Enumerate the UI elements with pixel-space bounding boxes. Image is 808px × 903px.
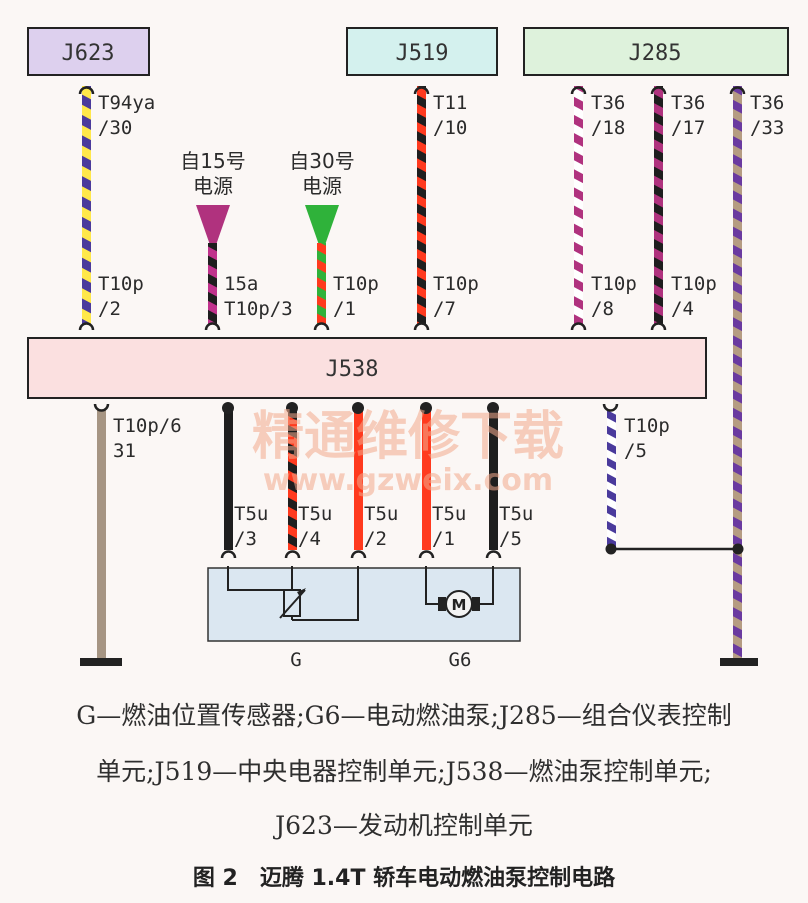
pin-t10p1-b: /1 bbox=[333, 298, 356, 320]
connector-arcs-j538-bottom bbox=[93, 403, 619, 412]
source-15-label-1: 自15号 bbox=[180, 149, 245, 173]
pin-t10p8-a: T10p bbox=[591, 273, 637, 295]
module-j538-label: J538 bbox=[326, 357, 379, 382]
pin-t36-18-a: T36 bbox=[591, 92, 625, 114]
module-j519-label: J519 bbox=[396, 41, 449, 66]
source-15-label-2: 电源 bbox=[193, 174, 233, 198]
caption-line-2: 单元;J519—中央电器控制单元;J538—燃油泵控制单元; bbox=[96, 757, 712, 786]
junction-dot-right bbox=[732, 543, 744, 555]
wire-j623-t94ya30 bbox=[82, 86, 91, 324]
pin-31: 31 bbox=[113, 440, 136, 462]
junction-dot-left bbox=[605, 543, 617, 555]
pin-t10p3: T10p/3 bbox=[224, 298, 293, 320]
pin-t10p7-b: /7 bbox=[433, 298, 456, 320]
watermark-title: 精通维修下载 bbox=[252, 407, 564, 467]
caption-line-1: G—燃油位置传感器;G6—电动燃油泵;J285—组合仪表控制 bbox=[76, 701, 732, 730]
wire-ground-31 bbox=[97, 410, 106, 660]
connector-arcs-components bbox=[220, 550, 502, 559]
pin-t10p4-a: T10p bbox=[671, 273, 717, 295]
pin-t11-a: T11 bbox=[433, 92, 467, 114]
wire-t10p5 bbox=[607, 410, 616, 550]
pin-t10p7-a: T10p bbox=[433, 273, 479, 295]
wire-t5u4 bbox=[288, 410, 297, 550]
pin-t10p4-b: /4 bbox=[671, 298, 694, 320]
connector-dots-j538-bottom bbox=[222, 402, 499, 414]
source-30 bbox=[305, 205, 339, 324]
pin-t5u4-b: /4 bbox=[298, 528, 321, 550]
source-30-label-1: 自30号 bbox=[289, 149, 354, 173]
component-g6-label: G6 bbox=[449, 649, 472, 671]
connector-arcs-j538-top bbox=[78, 322, 667, 331]
pin-t94ya-a: T94ya bbox=[98, 92, 155, 114]
wire-j285-t36-18 bbox=[574, 86, 583, 324]
source-30-label-2: 电源 bbox=[302, 174, 342, 198]
module-j538: J538 bbox=[27, 337, 707, 399]
module-j519: J519 bbox=[346, 27, 498, 76]
module-j285-label: J285 bbox=[629, 41, 682, 66]
pin-t10p1-a: T10p bbox=[333, 273, 379, 295]
wire-j285-t36-17 bbox=[654, 86, 663, 324]
pin-t10p2-a: T10p bbox=[98, 273, 144, 295]
motor-icon bbox=[445, 590, 473, 618]
caption-line-3: J623—发动机控制单元 bbox=[275, 811, 533, 840]
pin-t10p6: T10p/6 bbox=[113, 415, 182, 437]
connector-arcs-top bbox=[78, 86, 746, 95]
wire-t5u2 bbox=[354, 410, 363, 550]
pin-t5u2-a: T5u bbox=[364, 503, 398, 525]
module-j623-label: J623 bbox=[62, 41, 115, 66]
component-box: M bbox=[207, 566, 521, 642]
pin-t5u5-a: T5u bbox=[499, 503, 533, 525]
pin-t5u1-b: /1 bbox=[432, 528, 455, 550]
pin-t10p5-b: /5 bbox=[624, 440, 647, 462]
pin-t36-18-b: /18 bbox=[591, 117, 625, 139]
figure-title: 图 2 迈腾 1.4T 轿车电动燃油泵控制电路 bbox=[192, 866, 616, 891]
wire-t5u1 bbox=[422, 410, 431, 550]
pin-t5u4-a: T5u bbox=[298, 503, 332, 525]
module-j623: J623 bbox=[27, 27, 150, 76]
pin-t36-17-b: /17 bbox=[671, 117, 705, 139]
pin-t10p8-b: /8 bbox=[591, 298, 614, 320]
motor-symbol: M bbox=[452, 596, 467, 614]
pin-t36-33-a: T36 bbox=[750, 92, 784, 114]
pin-t36-17-a: T36 bbox=[671, 92, 705, 114]
pin-15a: 15a bbox=[224, 273, 258, 295]
pin-t5u3-b: /3 bbox=[234, 528, 257, 550]
component-g-label: G bbox=[290, 649, 301, 671]
wire-j519-t11-10 bbox=[417, 86, 426, 324]
module-j285: J285 bbox=[523, 27, 789, 76]
pin-t5u1-a: T5u bbox=[432, 503, 466, 525]
wire-j285-t36-33 bbox=[733, 86, 742, 660]
pin-t10p2-b: /2 bbox=[98, 298, 121, 320]
wire-t5u5 bbox=[489, 410, 498, 550]
pin-t11-b: /10 bbox=[433, 117, 467, 139]
watermark-url: www.gzweix.com bbox=[263, 463, 553, 498]
pin-t10p5-a: T10p bbox=[624, 415, 670, 437]
source-15 bbox=[196, 205, 230, 324]
pin-t5u2-b: /2 bbox=[364, 528, 387, 550]
ground-bar-right bbox=[720, 658, 758, 666]
wire-t5u3 bbox=[224, 410, 233, 550]
pin-t5u3-a: T5u bbox=[234, 503, 268, 525]
pin-t36-33-b: /33 bbox=[750, 117, 784, 139]
pin-t94ya-b: /30 bbox=[98, 117, 132, 139]
ground-bar-left bbox=[80, 658, 122, 666]
pin-t5u5-b: /5 bbox=[499, 528, 522, 550]
